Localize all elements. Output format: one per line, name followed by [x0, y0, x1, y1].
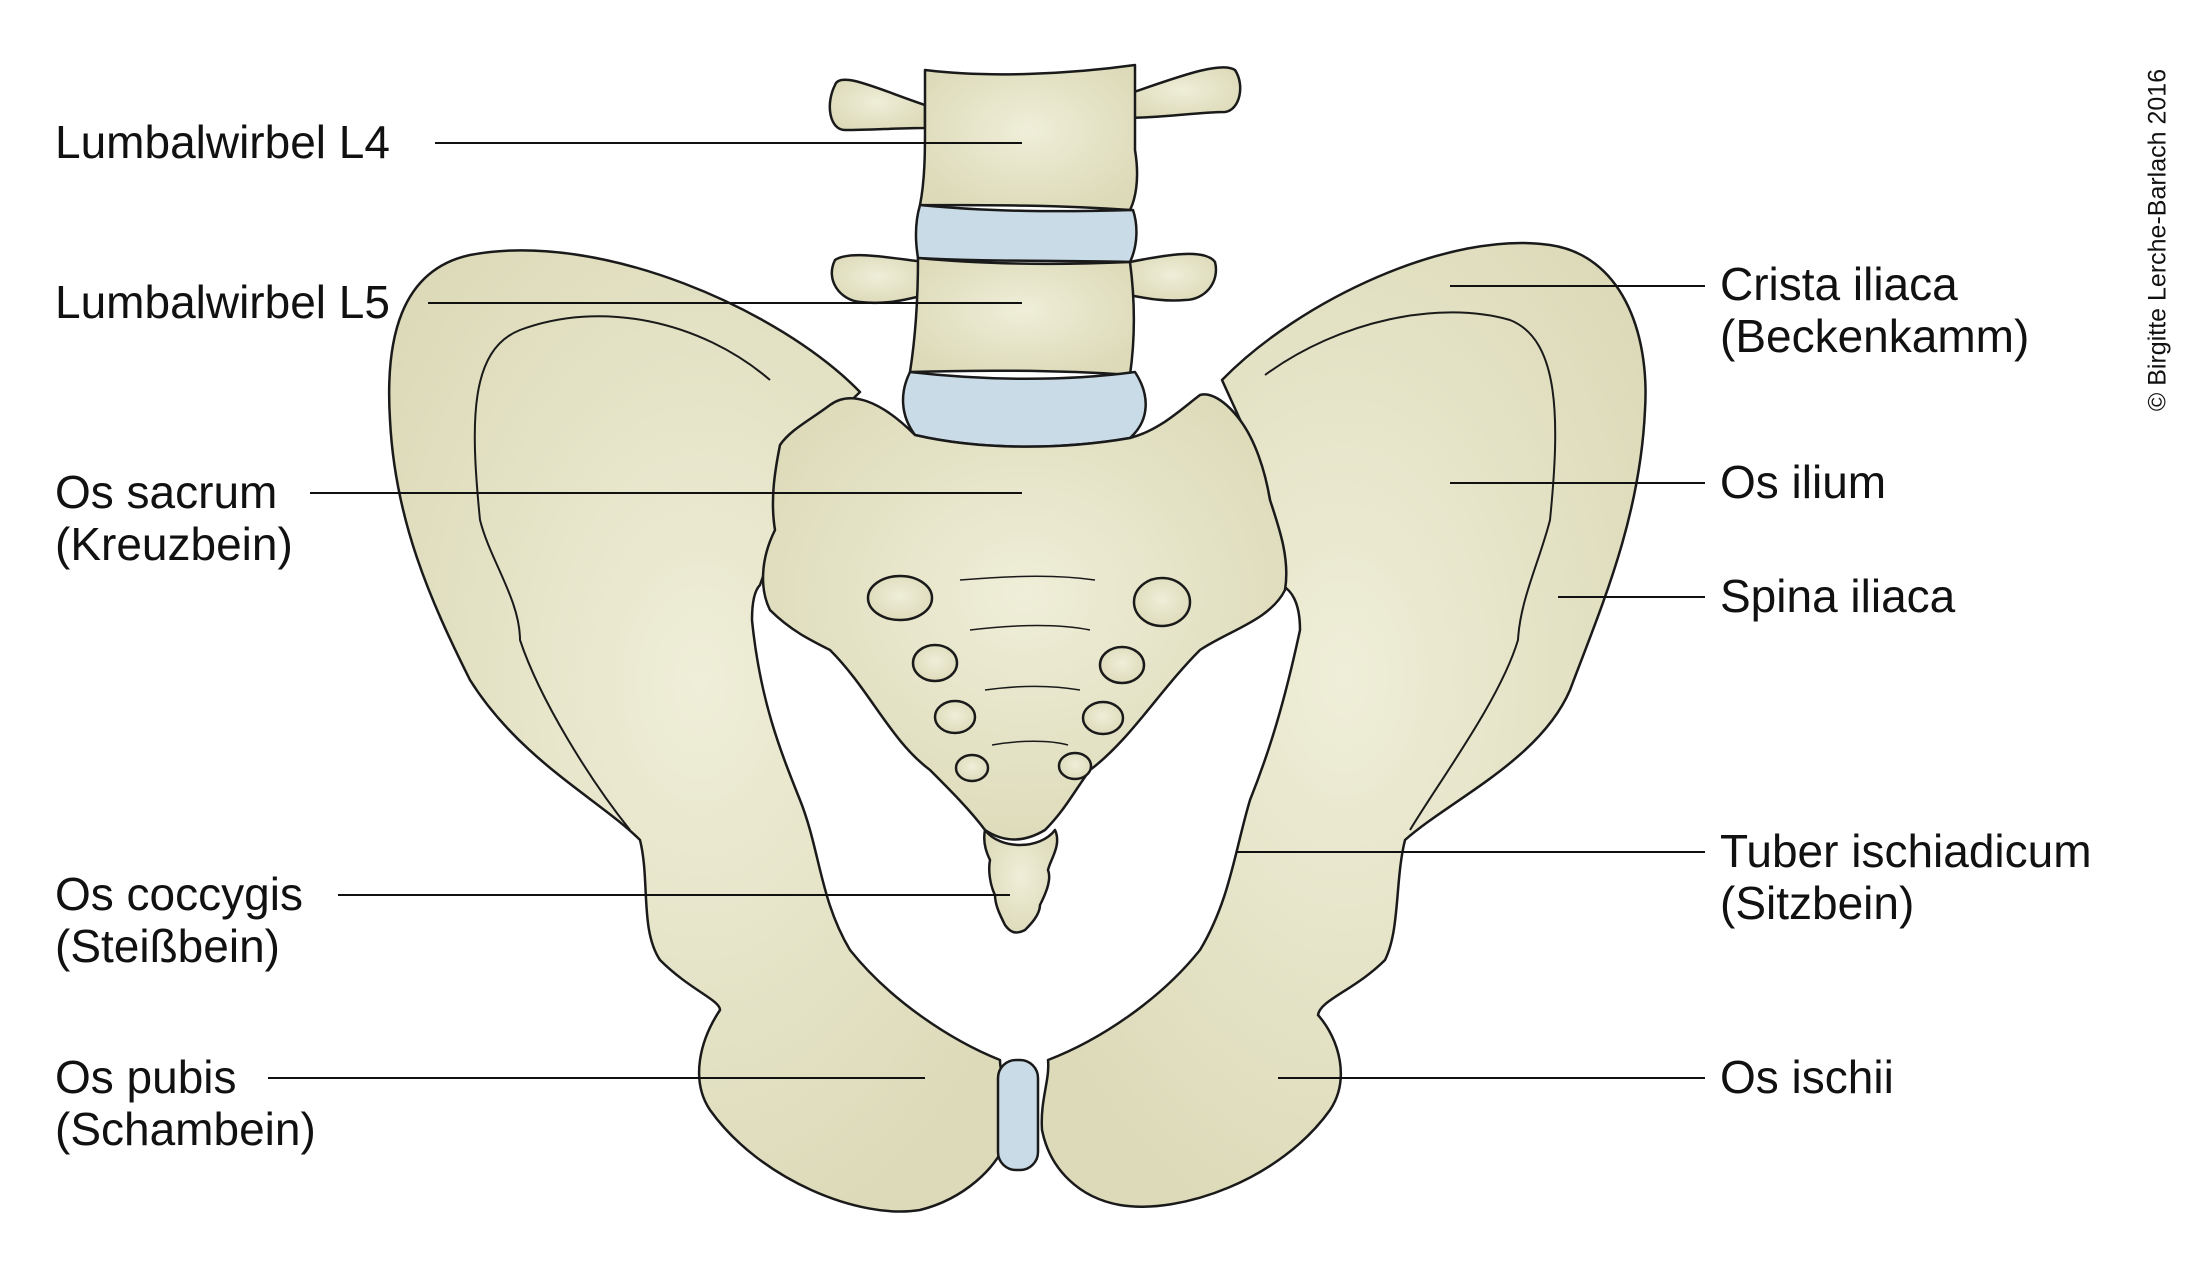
- sacrum: [761, 393, 1288, 841]
- left-hip-bone: [387, 249, 1013, 1213]
- label-lumbar-l5-text: Lumbalwirbel L5: [55, 276, 390, 328]
- sacral-foramen: [1057, 751, 1093, 781]
- label-os-sacrum-line1: Os sacrum: [55, 466, 278, 518]
- label-os-sacrum: Os sacrum (Kreuzbein): [55, 466, 293, 570]
- label-os-coccygis-line2: (Steißbein): [55, 920, 280, 972]
- label-crista-iliaca-line1: Crista iliaca: [1720, 258, 1958, 310]
- label-lumbar-l4: Lumbalwirbel L4: [55, 116, 390, 168]
- sacral-foramen: [1132, 576, 1192, 628]
- label-os-sacrum-line2: (Kreuzbein): [55, 518, 293, 570]
- label-os-coccygis: Os coccygis (Steißbein): [55, 868, 303, 972]
- label-os-ilium: Os ilium: [1720, 456, 1886, 508]
- label-os-ischii-text: Os ischii: [1720, 1051, 1894, 1103]
- label-spina-iliaca: Spina iliaca: [1720, 570, 1955, 622]
- label-lumbar-l5: Lumbalwirbel L5: [55, 276, 390, 328]
- l5-vertebra-body: [908, 256, 1135, 377]
- label-spina-iliaca-text: Spina iliaca: [1720, 570, 1956, 622]
- label-crista-iliaca: Crista iliaca (Beckenkamm): [1720, 258, 2029, 362]
- leader-lines: [268, 142, 1705, 1079]
- l4-right-process: [1123, 66, 1242, 120]
- label-tuber-ischiadicum: Tuber ischiadicum (Sitzbein): [1720, 825, 2092, 929]
- left-ilium-rim: [473, 315, 771, 831]
- label-os-coccygis-line1: Os coccygis: [55, 868, 303, 920]
- label-os-pubis: Os pubis (Schambein): [55, 1051, 316, 1155]
- l5-left-process: [830, 253, 927, 305]
- pubic-symphysis: [996, 1058, 1040, 1172]
- label-os-ischii: Os ischii: [1720, 1051, 1894, 1103]
- sacral-foramen: [911, 643, 959, 683]
- copyright-notice: © Birgitte Lerche-Barlach 2016: [2143, 68, 2172, 412]
- sacral-foramen: [1098, 645, 1146, 685]
- coccyx: [982, 828, 1059, 934]
- disc-l5-s1: [901, 370, 1147, 448]
- sacral-foramen: [866, 574, 934, 622]
- sacral-foramen: [954, 753, 990, 783]
- label-os-pubis-line2: (Schambein): [55, 1103, 316, 1155]
- label-os-ilium-text: Os ilium: [1720, 456, 1887, 508]
- label-lumbar-l4-text: Lumbalwirbel L4: [55, 116, 390, 168]
- disc-l4-l5: [914, 203, 1138, 264]
- label-os-pubis-line1: Os pubis: [55, 1051, 237, 1103]
- l4-vertebra-body: [918, 63, 1139, 212]
- label-tuber-ischiadicum-line1: Tuber ischiadicum: [1720, 825, 2092, 877]
- sacral-foramen: [933, 699, 977, 735]
- l4-left-process: [828, 78, 927, 132]
- label-tuber-ischiadicum-line2: (Sitzbein): [1720, 877, 1915, 929]
- sacral-foramen: [1081, 700, 1125, 736]
- l5-right-process: [1126, 252, 1218, 302]
- label-crista-iliaca-line2: (Beckenkamm): [1720, 310, 2030, 362]
